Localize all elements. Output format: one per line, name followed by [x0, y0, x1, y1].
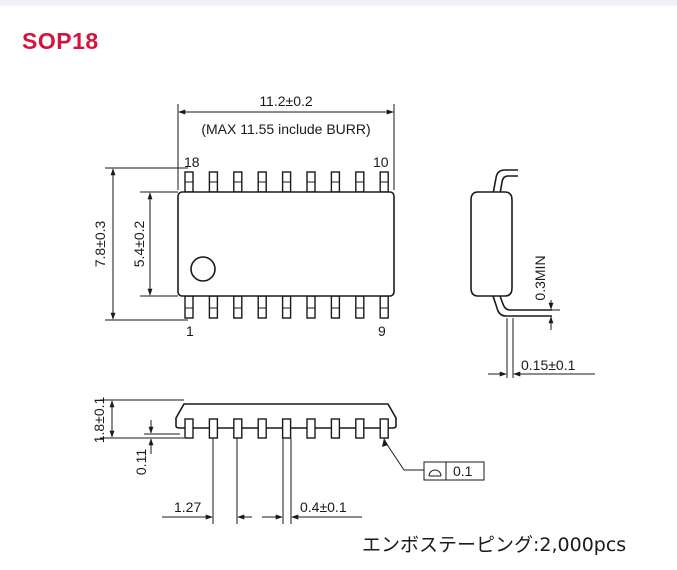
front-view-body	[175, 403, 397, 429]
dim-lead-width-label: 0.4±0.1	[300, 499, 347, 515]
pin-label-1: 1	[186, 323, 194, 339]
lead-front	[208, 418, 219, 439]
pin-label-10: 10	[373, 154, 389, 170]
lead-top	[184, 171, 194, 193]
dim-pitch-label: 1.27	[174, 499, 201, 515]
dim-lead-thk-label: 0.15±0.1	[521, 357, 576, 373]
dim-height-label: 1.8±0.1	[91, 396, 107, 443]
lead-bottom	[379, 295, 389, 319]
lead-top	[306, 171, 316, 193]
coplanarity-frame	[423, 461, 485, 481]
pin1-marker-icon	[190, 256, 216, 282]
end-lead-bottom	[492, 295, 552, 317]
lead-front	[355, 418, 365, 439]
lead-front	[233, 418, 243, 439]
dim-body-width-label: 5.4±0.2	[131, 220, 147, 267]
lead-front	[379, 418, 389, 439]
end-view: 0.3MIN 0.15±0.1	[470, 169, 595, 378]
burr-note: (MAX 11.55 include BURR)	[201, 121, 370, 137]
package-title: SOP18	[22, 28, 99, 54]
lead-bottom	[233, 295, 243, 319]
lead-top	[330, 171, 341, 193]
dim-overall-width-label: 7.8±0.3	[92, 220, 108, 267]
lead-top	[355, 171, 365, 193]
bottom-leads	[184, 295, 389, 319]
end-lead-top-inner	[499, 175, 518, 195]
lead-top	[208, 171, 219, 193]
top-band	[0, 0, 677, 6]
package-body	[177, 191, 395, 297]
end-view-body	[470, 191, 513, 297]
lead-top	[281, 171, 292, 193]
packaging-note: エンボステーピング:2,000pcs	[362, 534, 627, 556]
end-lead-top	[492, 169, 518, 195]
lead-bottom	[330, 295, 341, 319]
lead-front	[306, 418, 316, 439]
lead-bottom	[184, 295, 194, 319]
lead-front	[281, 418, 292, 439]
front-leads	[184, 418, 389, 439]
pin-label-9: 9	[378, 323, 386, 339]
coplanarity-arrowhead	[382, 438, 388, 447]
dim-standoff-label: 0.11	[133, 449, 149, 475]
lead-front	[330, 418, 341, 439]
lead-bottom	[208, 295, 219, 319]
front-view: 1.8±0.1 0.11 1.27 0.4±0.1 0.1	[91, 396, 485, 524]
pin-label-18: 18	[184, 154, 200, 170]
lead-top	[257, 171, 267, 193]
lead-bottom	[306, 295, 316, 319]
end-lead-bottom-inner	[499, 295, 552, 311]
coplanarity-value: 0.1	[453, 463, 473, 479]
lead-top	[379, 171, 389, 193]
dim-standoff-min-label: 0.3MIN	[532, 255, 548, 300]
top-view: 11.2±0.2 (MAX 11.55 include BURR) 18 10 …	[92, 93, 395, 339]
lead-top	[233, 171, 243, 193]
top-leads	[184, 171, 389, 193]
lead-front	[184, 418, 194, 439]
lead-bottom	[355, 295, 365, 319]
lead-front	[257, 418, 267, 439]
lead-bottom	[281, 295, 292, 319]
flatness-symbol-icon	[428, 469, 442, 477]
dim-body-length-label: 11.2±0.2	[259, 93, 313, 109]
lead-bottom	[257, 295, 267, 319]
